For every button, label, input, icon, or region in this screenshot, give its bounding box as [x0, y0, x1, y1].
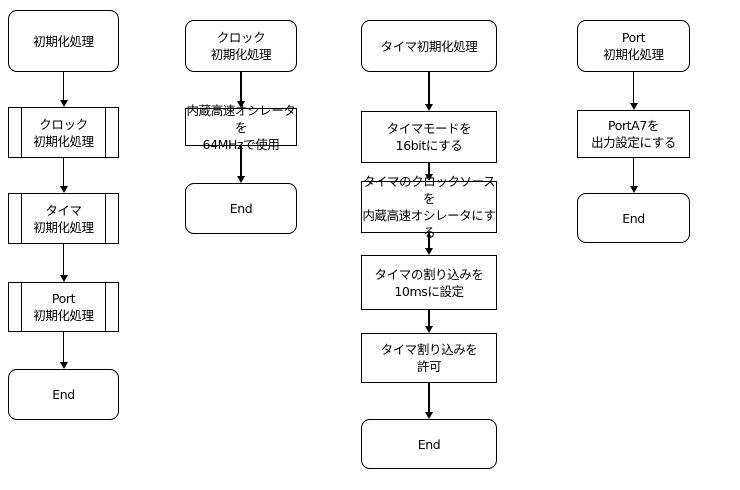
- connector-line: [62, 72, 65, 100]
- clock-init-terminal: クロック 初期化処理: [185, 20, 297, 72]
- arrowhead-icon: [59, 275, 68, 282]
- port-end-terminal: End: [577, 193, 690, 243]
- connector-line: [62, 244, 65, 275]
- connector-line: [428, 72, 430, 104]
- connector-line: [632, 72, 635, 103]
- arrowhead-icon: [59, 362, 68, 369]
- main-end-terminal: End: [8, 369, 119, 420]
- timer-init-terminal: タイマ初期化処理: [361, 20, 497, 72]
- connector-line: [240, 146, 242, 176]
- arrowhead-icon: [59, 100, 68, 107]
- arrowhead-icon: [629, 103, 638, 110]
- arrowhead-icon: [59, 186, 68, 193]
- connector-line: [428, 233, 430, 248]
- connector-line: [428, 163, 430, 174]
- port-output-process-box: PortA7を 出力設定にする: [577, 110, 690, 158]
- connector-line: [428, 383, 430, 412]
- connector-line: [62, 332, 65, 362]
- timer-clock-source-process-box: タイマのクロックソースを 内蔵高速オシレータにする: [361, 174, 497, 240]
- call-timer-init-subprocess-box: タイマ 初期化処理: [8, 193, 119, 244]
- arrowhead-icon: [629, 186, 638, 193]
- connector-line: [240, 72, 242, 101]
- call-port-init-subprocess-box: Port 初期化処理: [8, 282, 119, 332]
- connector-line: [428, 310, 430, 326]
- connector-line: [632, 158, 635, 186]
- arrowhead-icon: [425, 248, 433, 255]
- main-init-terminal: 初期化処理: [8, 10, 119, 72]
- arrowhead-icon: [425, 326, 433, 333]
- arrowhead-icon: [425, 412, 433, 419]
- arrowhead-icon: [425, 174, 433, 181]
- timer-interrupt-enable-process-box: タイマ割り込みを 許可: [361, 333, 497, 383]
- timer-interrupt-period-process-box: タイマの割り込みを 10msに設定: [361, 255, 497, 310]
- arrowhead-icon: [237, 176, 245, 183]
- clock-osc-process-box: 内蔵高速オシレータを 64MHzで使用: [185, 102, 297, 152]
- timer-mode-process-box: タイマモードを 16bitにする: [361, 111, 497, 163]
- call-clock-init-subprocess-box: クロック 初期化処理: [8, 107, 119, 158]
- port-init-terminal: Port 初期化処理: [577, 20, 690, 72]
- arrowhead-icon: [237, 101, 245, 108]
- clock-end-terminal: End: [185, 183, 297, 234]
- timer-end-terminal: End: [361, 419, 497, 469]
- arrowhead-icon: [425, 104, 433, 111]
- connector-line: [62, 158, 65, 186]
